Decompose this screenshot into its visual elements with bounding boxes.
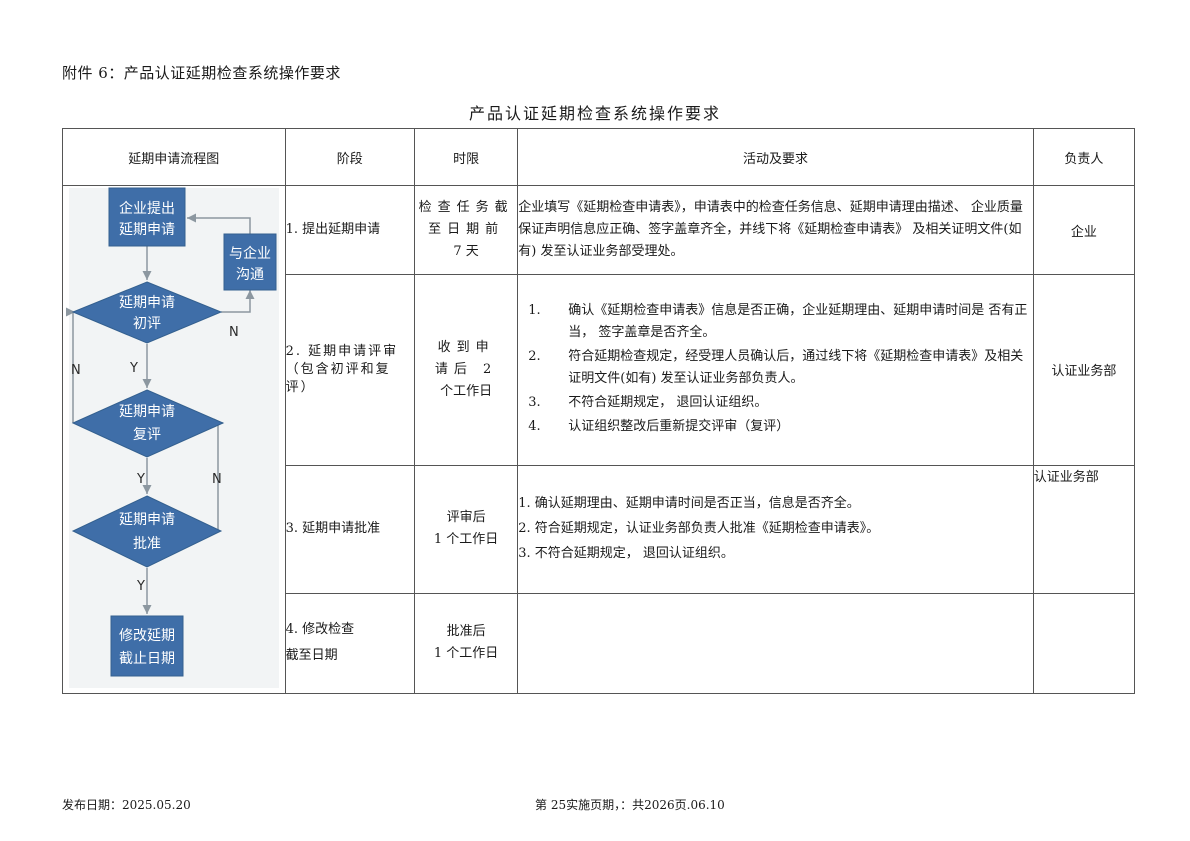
owner-3: 认证业务部 — [1032, 464, 1136, 594]
time-3-line1: 评审后 — [446, 510, 486, 526]
application-flowchart: 企业提出 延期申请 与企业 沟通 延期申请 初评 延期申请 复评 延期申请 批准… — [66, 187, 279, 688]
list-item: 1. 确认《延期检查申请表》信息是否正确，企业延期理由、延期申请时间是 否有正当… — [518, 300, 1032, 344]
activity-3-line2: 2. 符合延期规定，认证业务部负责人批准《延期检查申请表》。 — [518, 521, 880, 537]
approval-line1: 延期申请 — [119, 512, 175, 528]
branch-label-n2: N — [71, 363, 81, 378]
end-box-line2: 截止日期 — [119, 651, 175, 667]
stage-1: 1. 提出延期申请 — [284, 184, 415, 276]
time-3: 评审后 1 个工作日 — [413, 464, 519, 594]
time-2-line1: 收到申 — [437, 339, 495, 355]
header-owner: 负责人 — [1032, 128, 1136, 186]
table-row: 4. 修改检查 截至日期 批准后 1 个工作日 — [63, 592, 1136, 695]
branch-label-y2: Y — [136, 472, 145, 487]
attachment-title: 附件 6：产品认证延期检查系统操作要求 — [62, 64, 341, 82]
stage-4-line1: 4. 修改检查 — [285, 622, 355, 638]
owner-4 — [1032, 592, 1136, 695]
item-text: 认证组织整改后重新提交评审（复评） — [568, 418, 790, 434]
branch-label-y1: Y — [129, 361, 138, 376]
time-1-line1: 检查任务截 — [418, 200, 514, 216]
page-title: 产品认证延期检查系统操作要求 — [468, 104, 721, 123]
activity-3-line1: 1. 确认延期理由、延期申请时间是否正当，信息是否齐全。 — [518, 496, 860, 512]
initial-review-line1: 延期申请 — [119, 295, 175, 311]
list-item: 2. 符合延期检查规定，经受理人员确认后，通过线下将《延期检查申请表》及相关证明… — [518, 346, 1032, 390]
header-time: 时限 — [413, 128, 519, 186]
operation-requirements-table: 延期申请流程图 阶段 时限 活动及要求 负责人 — [62, 128, 1136, 695]
owner-2: 认证业务部 — [1032, 274, 1136, 466]
stage-4-line2: 截至日期 — [285, 648, 338, 664]
time-4-line1: 批准后 — [446, 624, 486, 640]
stage-4: 4. 修改检查 截至日期 — [284, 592, 415, 695]
communicate-box-line1: 与企业 — [229, 245, 271, 262]
header-activity: 活动及要求 — [517, 128, 1034, 186]
time-1: 检查任务截 至日期前 7 天 — [413, 184, 519, 276]
re-review-line2: 复评 — [133, 426, 161, 443]
time-4: 批准后 1 个工作日 — [413, 592, 519, 695]
start-box — [108, 187, 186, 247]
time-4-line2: 1 个工作日 — [433, 646, 499, 662]
activity-3: 1. 确认延期理由、延期申请时间是否正当，信息是否齐全。 2. 符合延期规定，认… — [517, 464, 1034, 594]
list-item: 3. 不符合延期规定， 退回认证组织。 — [518, 392, 1032, 414]
end-box — [110, 615, 184, 677]
activity-1: 企业填写《延期检查申请表》，申请表中的检查任务信息、延期申请理由描述、 企业质量… — [517, 184, 1034, 276]
list-item: 4. 认证组织整改后重新提交评审（复评） — [518, 416, 1032, 438]
time-1-line2: 至日期前 — [428, 222, 505, 238]
time-2: 收到申 请后 2 个工作日 — [413, 274, 519, 466]
stage-2: 2. 延期申请评审（包含初评和复评） — [284, 274, 415, 466]
start-box-line1: 企业提出 — [119, 200, 175, 217]
item-text: 符合延期检查规定，经受理人员确认后，通过线下将《延期检查申请表》及相关证明文件(… — [568, 348, 1024, 386]
activity-4 — [517, 592, 1034, 695]
time-1-line3: 7 天 — [453, 244, 479, 260]
branch-label-n3: N — [212, 472, 222, 487]
re-review-line1: 延期申请 — [119, 404, 175, 420]
communicate-box — [223, 233, 277, 291]
re-review-diamond — [71, 389, 225, 458]
branch-label-n1: N — [229, 325, 239, 340]
item-text: 确认《延期检查申请表》信息是否正确，企业延期理由、延期申请时间是 否有正当， 签… — [568, 302, 1028, 340]
stage-3: 3. 延期申请批准 — [284, 464, 415, 594]
item-number: 3. — [528, 394, 541, 410]
time-3-line2: 1 个工作日 — [433, 532, 499, 548]
start-box-line2: 延期申请 — [119, 222, 175, 238]
page-number-overlap: 第 25实施页期，：共2026页.06.10 — [535, 798, 725, 812]
time-2-line2: 请后 2 — [434, 361, 498, 377]
item-number: 2. — [528, 348, 541, 364]
header-stage: 阶段 — [284, 128, 415, 186]
approval-line2: 批准 — [133, 536, 161, 552]
end-box-line1: 修改延期 — [119, 628, 175, 644]
owner-1: 企业 — [1032, 184, 1136, 276]
publish-date: 发布日期：2025.05.20 — [62, 798, 191, 812]
activity-3-line3: 3. 不符合延期规定， 退回认证组织。 — [518, 546, 734, 562]
item-number: 4. — [528, 418, 541, 434]
communicate-box-line2: 沟通 — [236, 267, 264, 283]
table-row: 3. 延期申请批准 评审后 1 个工作日 1. 确认延期理由、延期申请时间是否正… — [63, 464, 1136, 594]
activity-2: 1. 确认《延期检查申请表》信息是否正确，企业延期理由、延期申请时间是 否有正当… — [517, 274, 1034, 466]
activity-1-text: 企业填写《延期检查申请表》，申请表中的检查任务信息、延期申请理由描述、 企业质量… — [518, 200, 1023, 260]
table-header-row: 延期申请流程图 阶段 时限 活动及要求 负责人 — [62, 128, 1136, 186]
item-text: 不符合延期规定， 退回认证组织。 — [568, 394, 768, 410]
table-row: 企业提出 延期申请 与企业 沟通 延期申请 初评 延期申请 复评 延期申请 批准… — [62, 184, 1136, 694]
initial-review-line2: 初评 — [133, 315, 161, 332]
branch-label-y3: Y — [136, 579, 145, 594]
initial-review-diamond — [71, 281, 223, 344]
time-2-line3: 个工作日 — [440, 383, 493, 399]
header-flow: 延期申请流程图 — [62, 128, 286, 186]
approval-diamond — [71, 495, 223, 568]
item-number: 1. — [528, 302, 541, 318]
table-row: 2. 延期申请评审（包含初评和复评） 收到申 请后 2 个工作日 1. 确认《延… — [63, 274, 1136, 466]
flowchart-cell: 企业提出 延期申请 与企业 沟通 延期申请 初评 延期申请 复评 延期申请 批准… — [62, 185, 286, 694]
